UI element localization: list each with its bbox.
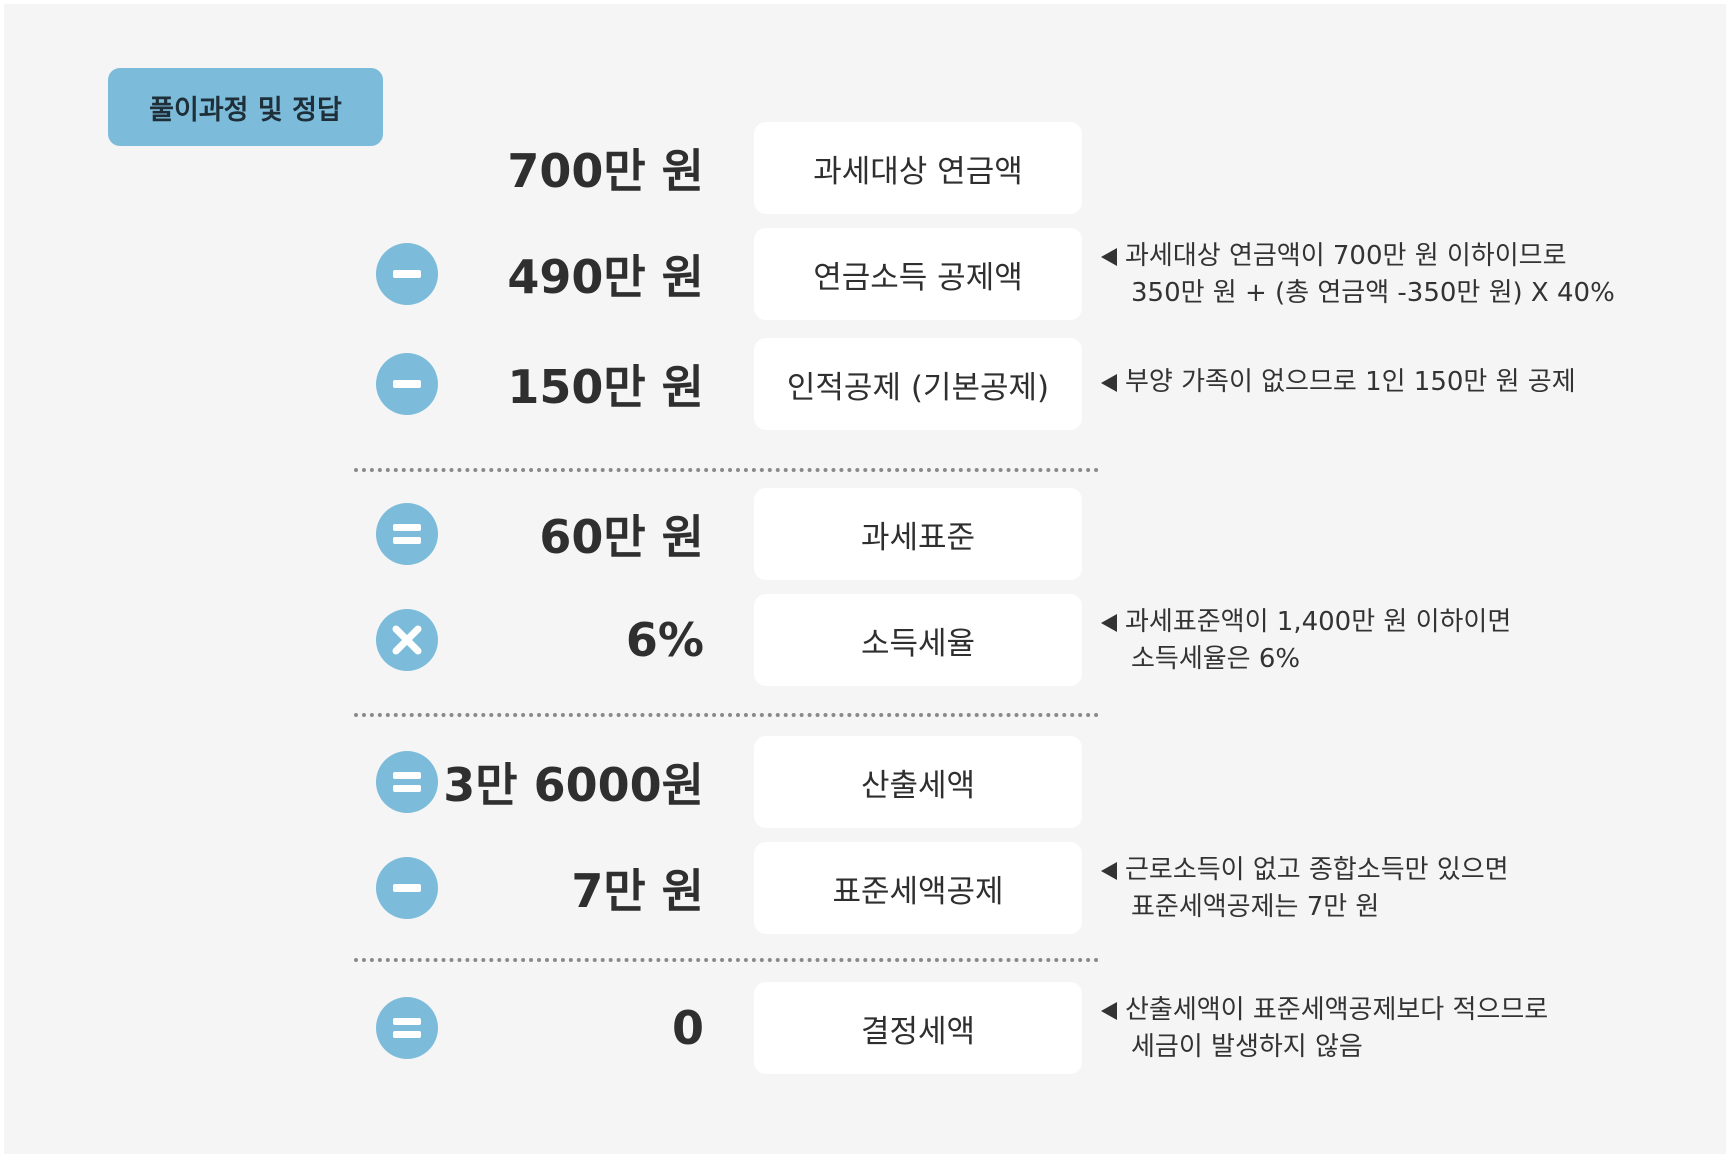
explanation-note: 과세표준액이 1,400만 원 이하이면 소득세율은 6% — [1101, 604, 1511, 678]
left-arrow-icon — [1101, 861, 1117, 880]
item-label-box: 인적공제 (기본공제) — [754, 338, 1082, 430]
calc-row-tax-base: 60만 원 과세표준 — [4, 488, 1726, 580]
amount-value: 150만 원 — [507, 360, 704, 414]
note-line: 과세대상 연금액이 700만 원 이하이므로 — [1125, 241, 1567, 271]
equals-icon — [376, 751, 438, 813]
left-arrow-icon — [1101, 613, 1117, 632]
equals-icon — [376, 503, 438, 565]
equals-icon — [376, 997, 438, 1059]
minus-icon — [376, 243, 438, 305]
amount-value: 490만 원 — [507, 250, 704, 304]
note-line: 근로소득이 없고 종합소득만 있으면 — [1125, 855, 1509, 885]
solution-tag: 풀이과정 및 정답 — [108, 68, 383, 146]
dotted-divider — [354, 468, 1099, 472]
item-label-box: 과세표준 — [754, 488, 1082, 580]
calc-row-tax-rate: 6% 소득세율 과세표준액이 1,400만 원 이하이면 소득세율은 6% — [4, 594, 1726, 686]
note-line: 과세표준액이 1,400만 원 이하이면 — [1125, 607, 1512, 637]
calc-row-pension-deduction: 490만 원 연금소득 공제액 과세대상 연금액이 700만 원 이하이므로 3… — [4, 228, 1726, 320]
dotted-divider — [354, 713, 1099, 717]
amount-value: 700만 원 — [507, 144, 704, 198]
calculation-sheet: 풀이과정 및 정답 700만 원 과세대상 연금액 490만 원 연금소득 공제… — [4, 4, 1726, 1154]
explanation-note: 과세대상 연금액이 700만 원 이하이므로 350만 원 + (총 연금액 -… — [1101, 238, 1615, 312]
item-label-box: 과세대상 연금액 — [754, 122, 1082, 214]
note-line: 산출세액이 표준세액공제보다 적으므로 — [1125, 995, 1549, 1025]
note-line: 부양 가족이 없으므로 1인 150만 원 공제 — [1125, 367, 1576, 397]
calc-row-calculated-tax: 3만 6000원 산출세액 — [4, 736, 1726, 828]
item-label-box: 결정세액 — [754, 982, 1082, 1074]
explanation-note: 산출세액이 표준세액공제보다 적으므로 세금이 발생하지 않음 — [1101, 992, 1548, 1066]
item-label-box: 표준세액공제 — [754, 842, 1082, 934]
calc-row-personal-deduction: 150만 원 인적공제 (기본공제) 부양 가족이 없으므로 1인 150만 원… — [4, 338, 1726, 430]
minus-icon — [376, 857, 438, 919]
left-arrow-icon — [1101, 1001, 1117, 1020]
item-label-box: 산출세액 — [754, 736, 1082, 828]
amount-value: 0 — [671, 1001, 704, 1055]
calc-row-standard-credit: 7만 원 표준세액공제 근로소득이 없고 종합소득만 있으면 표준세액공제는 7… — [4, 842, 1726, 934]
note-line: 표준세액공제는 7만 원 — [1131, 892, 1380, 922]
note-line: 소득세율은 6% — [1131, 644, 1301, 674]
note-line: 세금이 발생하지 않음 — [1131, 1032, 1363, 1062]
note-line: 350만 원 + (총 연금액 -350만 원) X 40% — [1131, 278, 1615, 308]
explanation-note: 부양 가족이 없으므로 1인 150만 원 공제 — [1101, 364, 1576, 401]
amount-value: 6% — [625, 613, 704, 667]
explanation-note: 근로소득이 없고 종합소득만 있으면 표준세액공제는 7만 원 — [1101, 852, 1509, 926]
amount-value: 60만 원 — [539, 510, 704, 564]
item-label-box: 소득세율 — [754, 594, 1082, 686]
amount-value: 7만 원 — [571, 864, 704, 918]
times-icon — [376, 609, 438, 671]
left-arrow-icon — [1101, 247, 1117, 266]
item-label-box: 연금소득 공제액 — [754, 228, 1082, 320]
left-arrow-icon — [1101, 373, 1117, 392]
minus-icon — [376, 353, 438, 415]
calc-row-pension-amount: 700만 원 과세대상 연금액 — [4, 122, 1726, 214]
dotted-divider — [354, 958, 1099, 962]
amount-value: 3만 6000원 — [443, 758, 704, 812]
calc-row-final-tax: 0 결정세액 산출세액이 표준세액공제보다 적으므로 세금이 발생하지 않음 — [4, 982, 1726, 1074]
